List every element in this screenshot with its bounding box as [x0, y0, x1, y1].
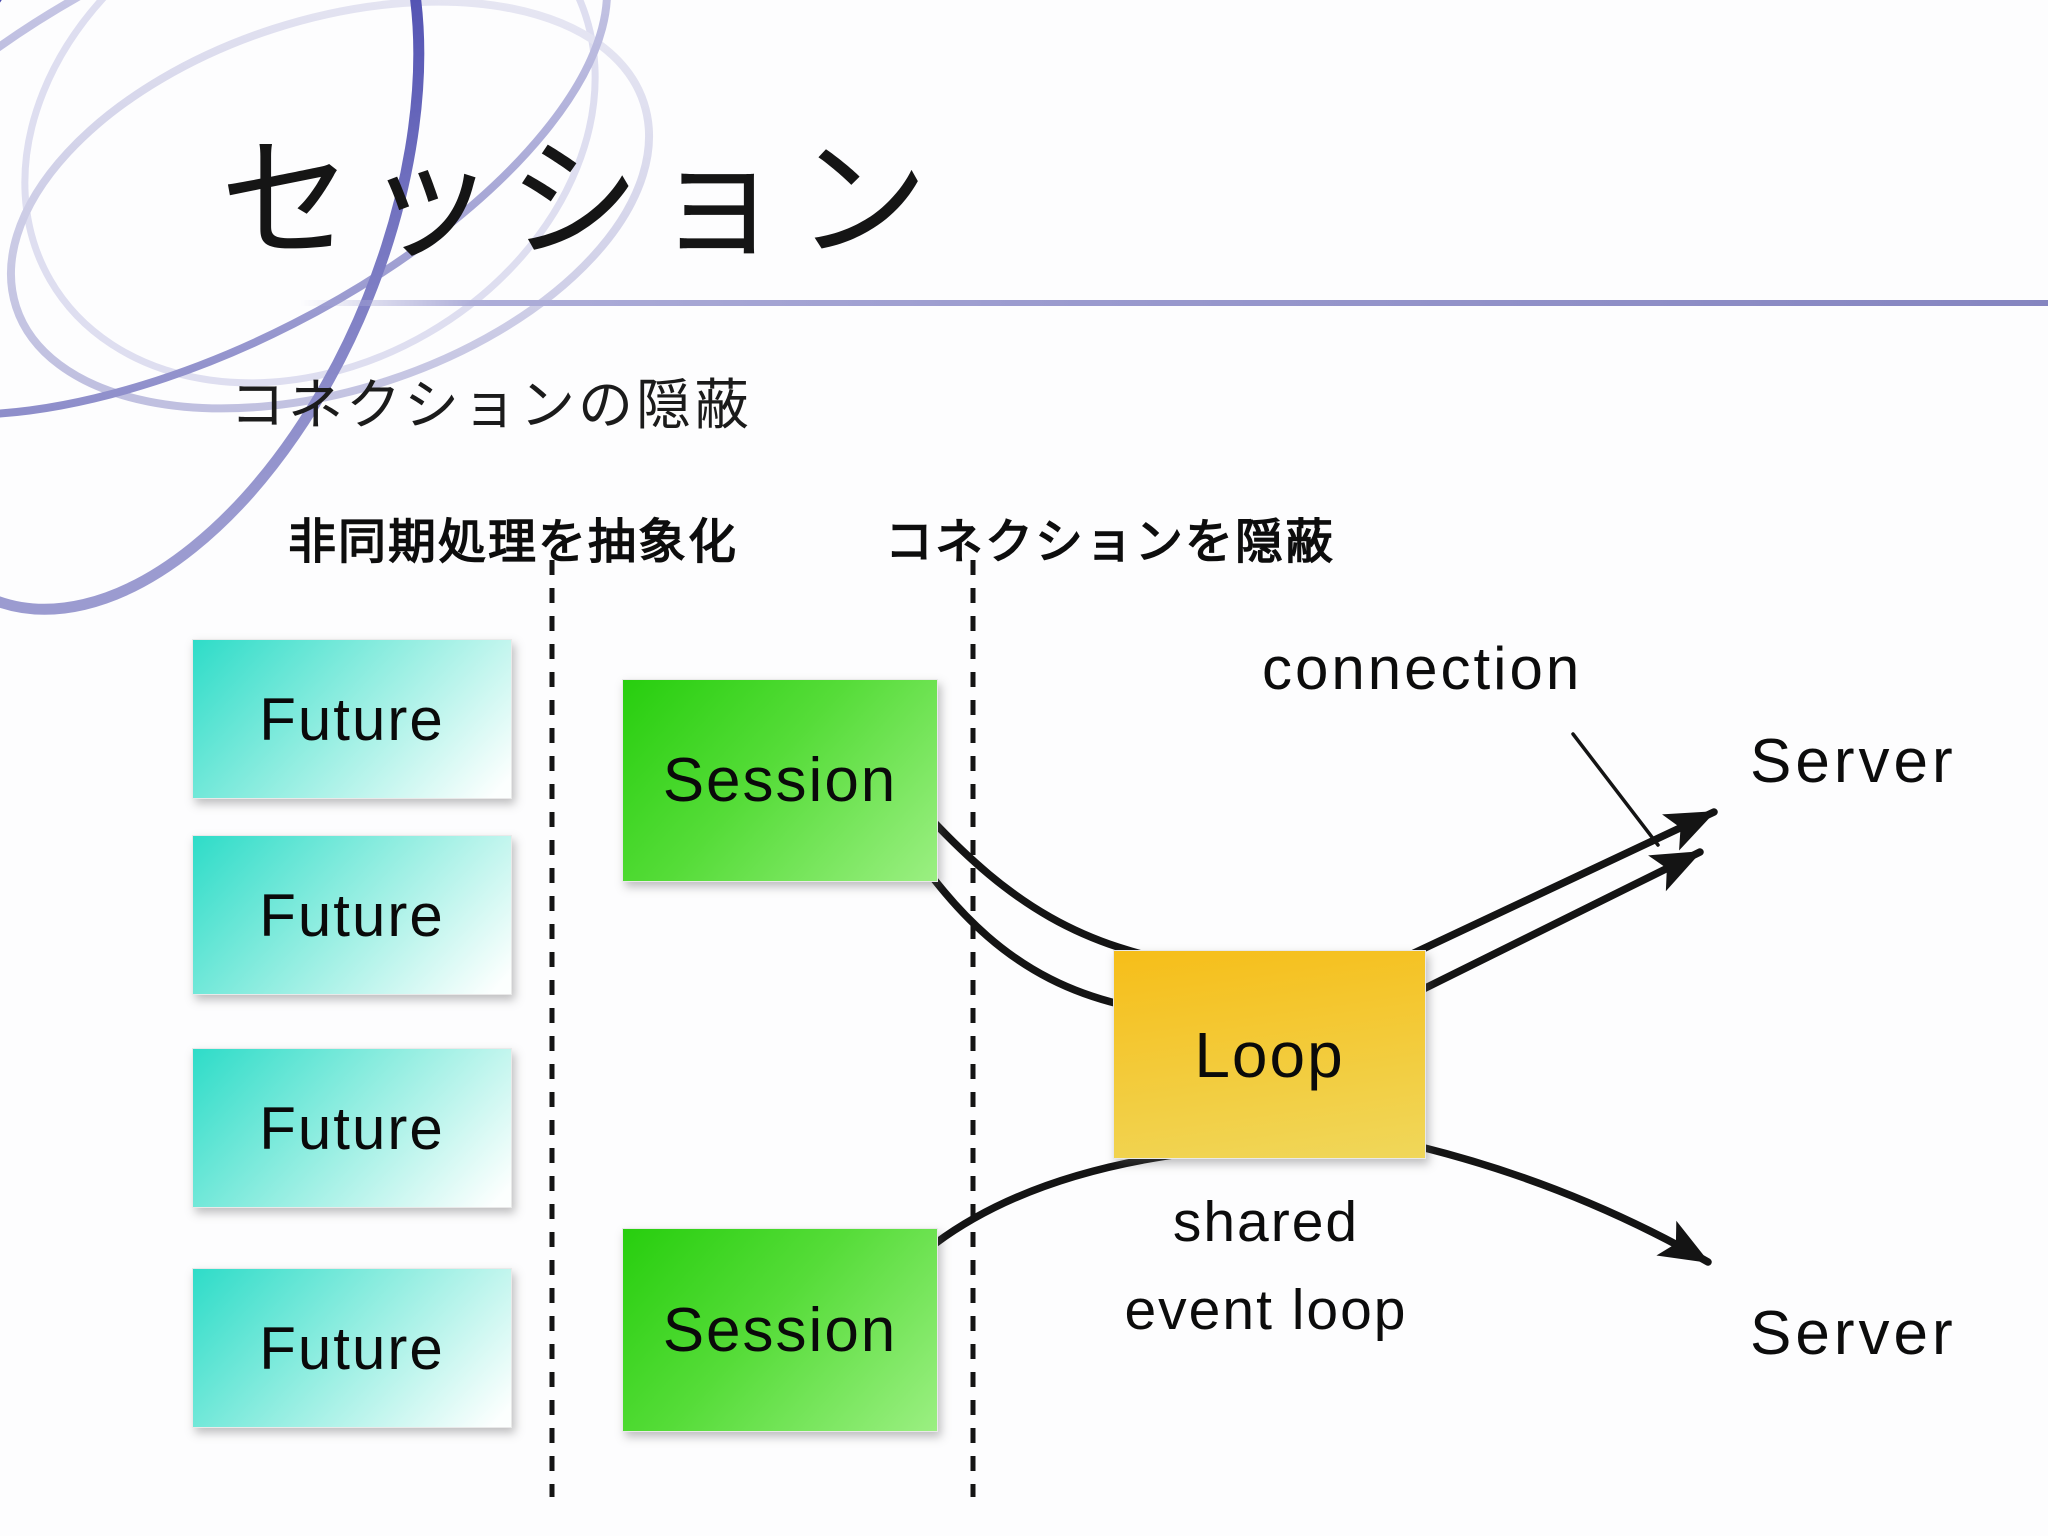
- connection-label: connection: [1262, 635, 1583, 702]
- title-underline: [300, 300, 2048, 306]
- slide-subtitle: コネクションの隠蔽: [230, 374, 753, 436]
- slide-title: セッション: [220, 128, 940, 275]
- future-box-4: Future: [192, 1268, 512, 1428]
- label-hide-connection: コネクションを隠蔽: [885, 516, 1336, 569]
- connection-pointer-line: [1571, 732, 1660, 847]
- arrow-loop-to-server-bottom: [1396, 1138, 1712, 1266]
- shared-event-loop-label: shared event loop: [1040, 1178, 1492, 1355]
- arrow-loop-to-server-top-2: [1391, 848, 1704, 1007]
- deco-ellipse-light: [6, 0, 654, 413]
- future-box-2: Future: [192, 835, 512, 995]
- server-label-bottom: Server: [1750, 1299, 1957, 1368]
- loop-box: Loop: [1113, 950, 1426, 1159]
- arrow-loop-to-server-top-1: [1391, 808, 1718, 966]
- future-box-1: Future: [192, 639, 512, 799]
- session-box-bottom: Session: [622, 1228, 938, 1432]
- shared-event-loop-line1: shared: [1172, 1190, 1360, 1254]
- shared-event-loop-line2: event loop: [1124, 1278, 1408, 1343]
- deco-ellipse-mid: [0, 0, 611, 419]
- label-async-abstraction: 非同期処理を抽象化: [288, 516, 739, 569]
- deco-ellipse-faint: [21, 0, 599, 387]
- deco-ellipse-dark: [0, 0, 425, 615]
- server-label-top: Server: [1750, 727, 1957, 796]
- future-box-3: Future: [192, 1048, 512, 1208]
- session-box-top: Session: [622, 679, 938, 882]
